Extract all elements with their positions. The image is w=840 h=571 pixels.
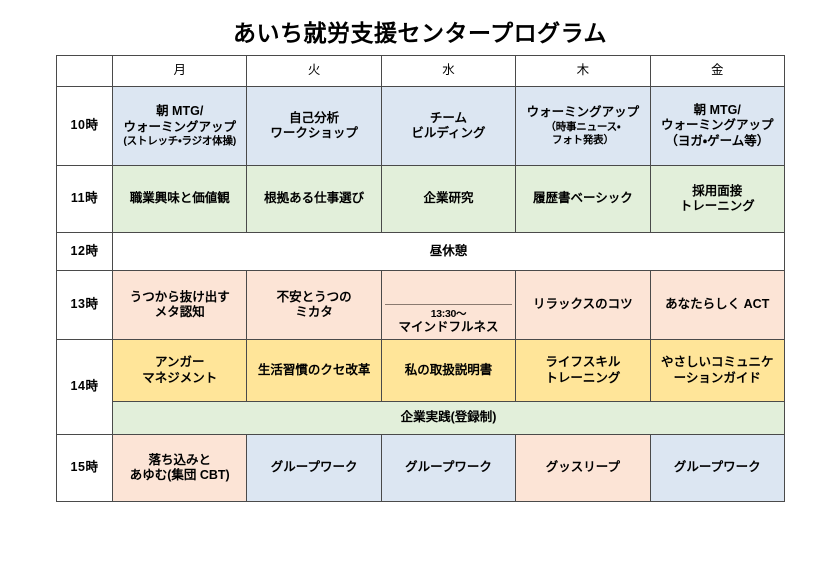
cell-15-thu[interactable]: グッスリープ [515,434,651,503]
cell-13-thu[interactable]: リラックスのコツ [515,270,651,341]
table-body: 10時 朝 MTG/ ウォーミングアップ (ストレッチ・ラジオ体操) 自己分析 … [56,86,785,503]
header-corner [56,55,113,88]
cell-line: グッスリープ [545,460,620,475]
time-label-14: 14時 [56,339,113,436]
cell-15-fri[interactable]: グループワーク [649,434,785,503]
cell-line: ーションガイド [673,370,761,385]
cell-line: 企業研究 [423,191,474,206]
cell-15-tue[interactable]: グループワーク [246,434,382,503]
header-day-tue: 火 [246,55,382,88]
cell-11-mon[interactable]: 職業興味と価値観 [111,165,248,234]
table-row: 11時 職業興味と価値観 根拠ある仕事選び 企業研究 履歴書ベーシック 採用面接 [56,165,785,234]
cell-line: ウォーミングアップ [123,119,236,134]
header-day-fri: 金 [649,55,785,88]
cell-line: うつから抜け出す [129,289,230,304]
cell-line: 朝 MTG/ [693,102,741,117]
cell-line: ウォーミングアップ [526,105,640,120]
cell-line: マネジメント [142,370,218,385]
cell-14-fri[interactable]: やさしいコミュニケ ーションガイド [649,339,785,403]
cell-13-wed-mindfulness[interactable]: 13:30～ マインドフルネス [385,305,512,337]
cell-subtext: (ストレッチ・ラジオ体操) [123,135,237,148]
time-label-13: 13時 [56,270,113,341]
cell-line: チーム [429,110,468,125]
cell-14-wed[interactable]: 私の取扱説明書 [380,339,517,403]
table-header: 月 火 水 木 金 [56,55,785,88]
cell-line: 自己分析 [289,110,340,125]
cell-line: 落ち込みと [148,452,211,467]
table-row: 10時 朝 MTG/ ウォーミングアップ (ストレッチ・ラジオ体操) 自己分析 … [56,86,785,167]
cell-lunch-break: 昼休憩 [112,232,785,272]
cell-line: グループワーク [673,460,761,475]
cell-line: メタ認知 [154,305,205,320]
cell-line: ワークショップ [270,126,358,141]
cell-line: マインドフルネス [398,320,499,335]
cell-line: 生活習慣のクセ改革 [257,362,371,377]
cell-15-wed[interactable]: グループワーク [380,434,517,503]
cell-14-mon[interactable]: アンガー マネジメント [111,339,248,403]
time-label-10: 10時 [56,86,113,167]
header-day-thu: 木 [515,55,651,88]
cell-line: 私の取扱説明書 [404,362,493,377]
cell-line: ライフスキル [545,355,621,370]
cell-line: トレーニング [545,370,621,385]
header-day-wed: 水 [380,55,517,88]
cell-10-thu[interactable]: ウォーミングアップ （時事ニュース・ フォト発表） [515,86,651,167]
cell-line: 不安とうつの [276,289,352,304]
cell-line: トレーニング [679,199,755,214]
cell-line: ミカタ [295,305,333,320]
header-row: 月 火 水 木 金 [56,55,785,88]
cell-14-tue[interactable]: 生活習慣のクセ改革 [246,339,382,403]
cell-line: 根拠ある仕事選び [264,191,365,206]
table-row: 企業実践(登録制) [57,401,785,436]
cell-15-mon[interactable]: 落ち込みと あゆむ(集団 CBT) [111,434,248,503]
cell-line: 職業興味と価値観 [129,191,230,206]
cell-13-mon[interactable]: うつから抜け出す メタ認知 [111,270,248,341]
cell-line: あなたらしく ACT [665,297,770,312]
table-row: 13時 うつから抜け出す メタ認知 不安とうつの ミカタ 13:30～ マインド… [56,270,785,341]
cell-10-tue[interactable]: 自己分析 ワークショップ [246,86,382,167]
cell-subtext: （時事ニュース・ フォト発表） [545,120,621,147]
cell-line: ウォーミングアップ [661,118,774,133]
cell-line: やさしいコミュニケ [661,355,774,370]
cell-10-fri[interactable]: 朝 MTG/ ウォーミングアップ （ヨガ・ゲーム等） [649,86,785,167]
cell-11-thu[interactable]: 履歴書ベーシック [515,165,651,234]
cell-line: アンガー [154,355,205,370]
table-row: 15時 落ち込みと あゆむ(集団 CBT) グループワーク グループワーク グッ… [56,434,785,503]
start-time-note: 13:30～ [430,307,467,320]
cell-14-thu[interactable]: ライフスキル トレーニング [515,339,651,403]
cell-line: 履歴書ベーシック [532,191,633,206]
schedule-table: 月 火 水 木 金 10時 朝 MTG/ ウォーミングアップ (ストレッチ・ラジ… [56,55,785,503]
time-label-15: 15時 [56,434,113,503]
cell-11-wed[interactable]: 企業研究 [380,165,517,234]
schedule-table-wrap: 月 火 水 木 金 10時 朝 MTG/ ウォーミングアップ (ストレッチ・ラジ… [0,55,840,503]
cell-company-practice[interactable]: 企業実践(登録制) [112,401,785,436]
cell-10-wed[interactable]: チーム ビルディング [380,86,517,167]
cell-line: グループワーク [270,460,358,475]
cell-13-wed-empty-top [384,273,513,306]
cell-line: あゆむ(集団 CBT) [129,468,230,483]
cell-13-fri[interactable]: あなたらしく ACT [649,270,785,341]
cell-line: 採用面接 [692,183,743,198]
cell-11-fri[interactable]: 採用面接 トレーニング [649,165,785,234]
table-row: 14時 アンガー マネジメント 生活習慣のクセ改革 私の取扱説明書 ライフスキル… [56,339,785,436]
cell-line: グループワーク [405,460,492,475]
cell-11-tue[interactable]: 根拠ある仕事選び [246,165,382,234]
cell-13-wed[interactable]: 13:30～ マインドフルネス [380,270,517,341]
cell-line: ビルディング [411,126,486,141]
header-day-mon: 月 [111,55,248,88]
time-label-11: 11時 [56,165,113,234]
cell-line: 朝 MTG/ [156,104,204,119]
cell-13-tue[interactable]: 不安とうつの ミカタ [246,270,382,341]
cell-10-mon[interactable]: 朝 MTG/ ウォーミングアップ (ストレッチ・ラジオ体操) [111,86,248,167]
table-row: 12時 昼休憩 [56,232,785,272]
cell-line: リラックスのコツ [533,297,633,312]
cell-line: （ヨガ・ゲーム等） [665,134,770,149]
page-title: あいち就労支援センタープログラム [233,20,607,46]
time-label-12: 12時 [56,232,113,272]
